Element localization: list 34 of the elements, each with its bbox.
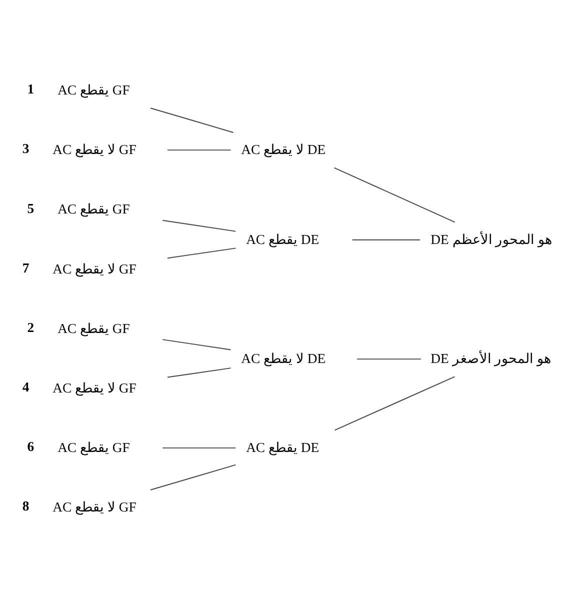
node-text: AC لا يقطع GF: [52, 260, 136, 276]
node-text: AC لا يقطع GF: [52, 380, 136, 395]
connector: [356, 358, 422, 360]
connector: [150, 464, 236, 490]
node-text: DE هو المحور الأعظم: [430, 232, 552, 247]
node-label: 3: [22, 140, 30, 156]
connector: [334, 376, 456, 430]
node-text: AC لا يقطع GF: [52, 142, 136, 157]
connector: [162, 338, 232, 350]
node-text: AC لا يقطع DE: [241, 350, 326, 366]
connector: [167, 149, 232, 150]
node-label: 7: [22, 260, 30, 275]
node-label: 5: [27, 200, 34, 216]
node-label: 2: [27, 319, 34, 334]
node-label: 4: [22, 378, 30, 394]
node-text: AC لا يقطع DE: [241, 142, 326, 157]
node-text: DE هو المحور الأصغر: [430, 350, 552, 366]
connector: [150, 107, 234, 132]
node-text: AC يقطع GF: [58, 320, 130, 336]
connector: [162, 446, 236, 448]
connector: [167, 367, 232, 378]
connector: [352, 238, 421, 240]
node-text: AC يقطع GF: [58, 82, 130, 98]
connector: [162, 219, 236, 232]
node-label: 1: [27, 81, 34, 96]
node-label: 8: [22, 498, 30, 514]
connector: [167, 247, 236, 258]
connector: [334, 166, 456, 222]
node-text: AC يقطع DE: [246, 232, 320, 247]
node-text: AC يقطع GF: [58, 201, 130, 216]
node-text: AC يقطع GF: [58, 440, 130, 455]
node-text: AC لا يقطع GF: [52, 499, 136, 514]
node-text: AC يقطع DE: [246, 440, 320, 455]
node-label: 6: [27, 438, 34, 454]
